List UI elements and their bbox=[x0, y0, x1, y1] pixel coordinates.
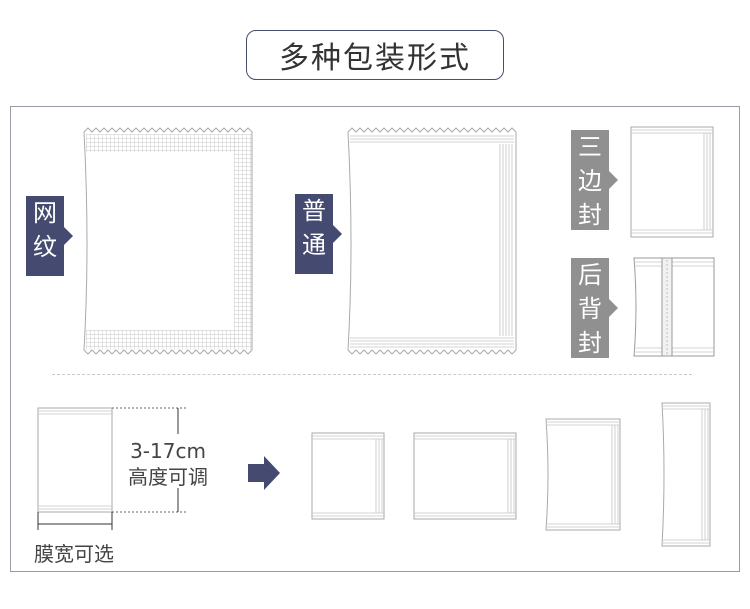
section-divider bbox=[52, 374, 692, 375]
content-frame bbox=[10, 106, 740, 572]
tag-back-seal-char-1: 后 bbox=[578, 261, 602, 289]
tag-back-seal-char-2: 背 bbox=[578, 295, 602, 323]
plain-package-illustration bbox=[347, 127, 517, 355]
size-variant-medium bbox=[545, 418, 621, 531]
height-adjustable-label: 高度可调 bbox=[128, 465, 208, 489]
tag-textured: 网 纹 bbox=[26, 196, 73, 276]
tag-textured-char-1: 网 bbox=[33, 199, 57, 227]
tag-three-side-char-3: 封 bbox=[578, 201, 602, 229]
three-side-seal-package-illustration bbox=[630, 126, 714, 238]
arrow-right-icon bbox=[248, 456, 280, 490]
back-seal-package-illustration bbox=[633, 257, 715, 357]
tag-three-side-char-2: 边 bbox=[578, 167, 602, 195]
height-range-label: 3-17cm bbox=[130, 439, 206, 463]
tag-plain-char-2: 通 bbox=[302, 231, 326, 259]
tag-three-side-char-1: 三 bbox=[578, 133, 602, 161]
width-note: 膜宽可选 bbox=[34, 542, 114, 566]
page-title: 多种包装形式 bbox=[246, 30, 504, 80]
textured-package-illustration bbox=[83, 127, 253, 355]
tag-plain: 普 通 bbox=[295, 194, 342, 274]
dimension-diagram bbox=[37, 407, 186, 530]
tag-textured-char-2: 纹 bbox=[33, 233, 57, 261]
tag-three-side-seal: 三 边 封 bbox=[571, 130, 618, 230]
size-variant-small bbox=[311, 432, 385, 520]
tag-back-seal: 后 背 封 bbox=[571, 258, 618, 358]
tag-back-seal-char-3: 封 bbox=[578, 329, 602, 357]
tag-plain-char-1: 普 bbox=[302, 197, 326, 225]
size-variant-wide bbox=[413, 432, 517, 520]
height-note: 3-17cm 高度可调 bbox=[128, 438, 208, 490]
size-variant-tall bbox=[661, 402, 711, 547]
